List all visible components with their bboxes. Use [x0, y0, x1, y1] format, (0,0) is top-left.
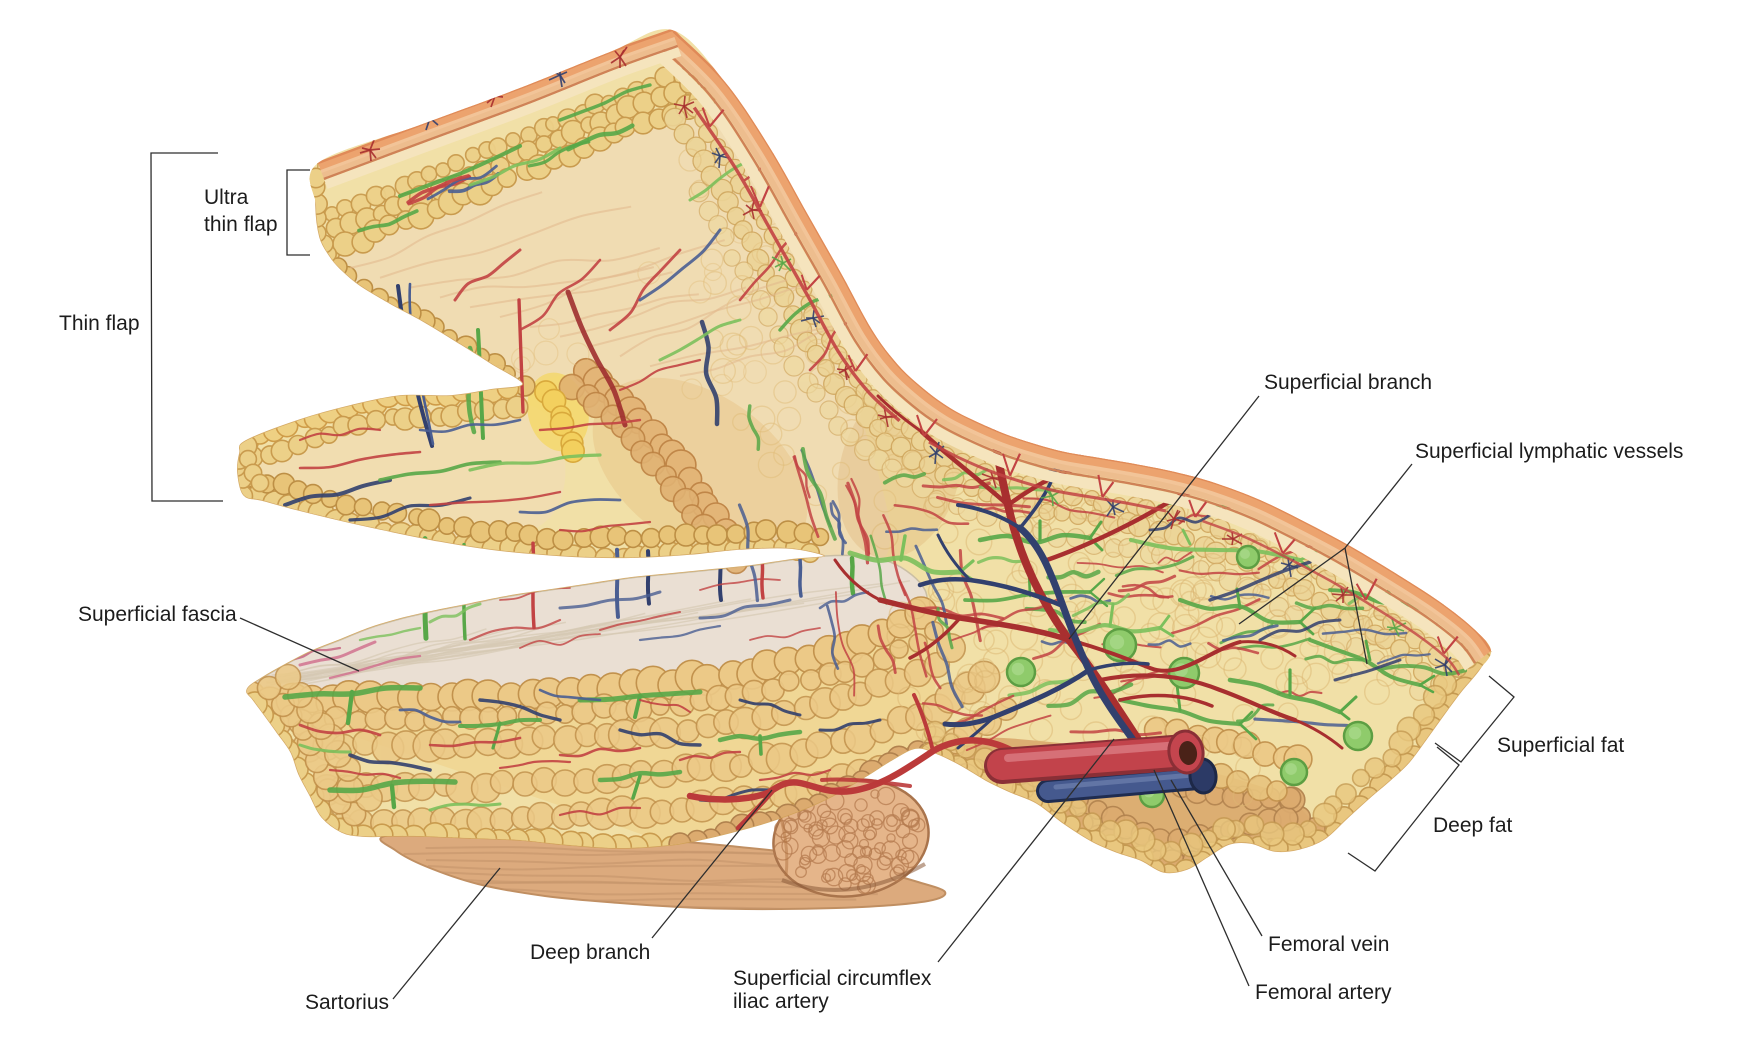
svg-text:Superficial fat: Superficial fat — [1497, 734, 1624, 757]
svg-text:Superficial circumflex: Superficial circumflex — [733, 967, 932, 990]
svg-text:Deep fat: Deep fat — [1433, 814, 1513, 837]
svg-text:Superficial lymphatic vessels: Superficial lymphatic vessels — [1415, 440, 1683, 463]
svg-text:Deep branch: Deep branch — [530, 941, 650, 964]
svg-text:thin flap: thin flap — [204, 213, 278, 236]
svg-text:Thin flap: Thin flap — [59, 312, 140, 335]
svg-text:Ultra: Ultra — [204, 186, 249, 209]
svg-text:iliac artery: iliac artery — [733, 990, 829, 1013]
svg-text:Superficial fascia: Superficial fascia — [78, 603, 237, 626]
svg-text:Femoral vein: Femoral vein — [1268, 933, 1389, 956]
svg-text:Sartorius: Sartorius — [305, 991, 389, 1014]
svg-text:Superficial branch: Superficial branch — [1264, 371, 1432, 394]
svg-text:Femoral artery: Femoral artery — [1255, 981, 1392, 1004]
